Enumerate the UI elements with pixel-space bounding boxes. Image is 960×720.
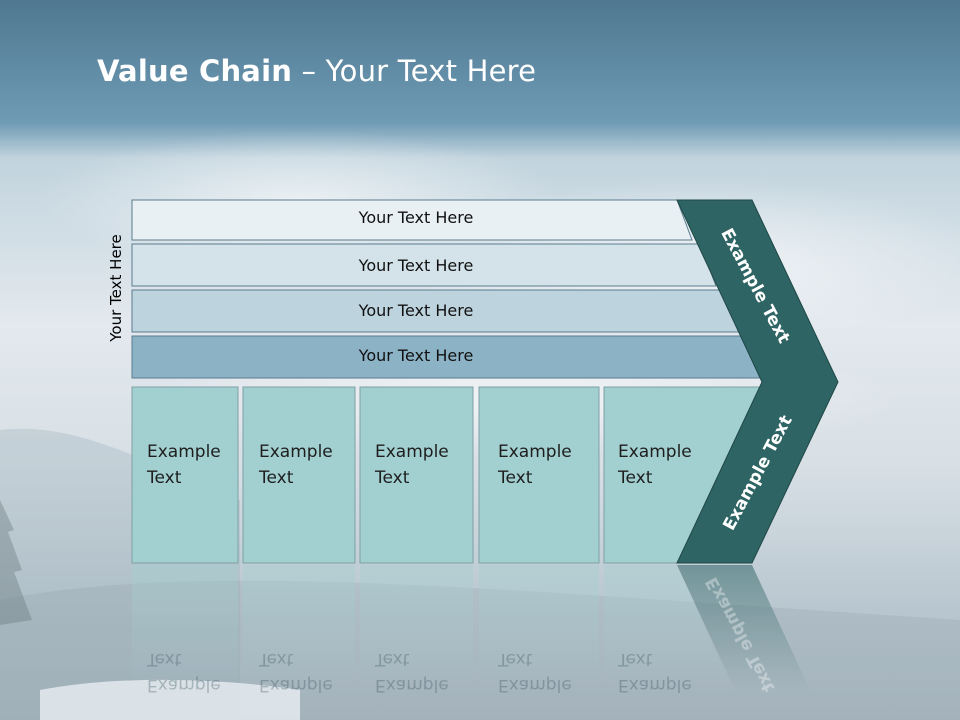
column-reflection [243,565,355,685]
column-label-line: Example [375,442,449,462]
column-label-line: Text [498,468,533,488]
column-text-reflection: Example [375,675,449,695]
column-label-2: Example Text [259,439,359,491]
column-label-line: Example [498,442,572,462]
column-label-5: Example Text [618,439,718,491]
column-box-4 [478,386,600,564]
column-box-3 [359,386,474,564]
column-text-reflection: Text [497,649,533,669]
column-text-reflection: Example [618,675,692,695]
column-label-line: Text [618,468,653,488]
title-bold: Value Chain [97,54,293,88]
column-reflection [360,565,473,685]
row-label-4: Your Text Here [358,346,474,365]
column-text-reflection: Text [258,649,294,669]
column-reflection [132,565,238,685]
column-text-reflection: Example [147,675,221,695]
column-label-line: Example [259,442,333,462]
title-rest: – Your Text Here [292,54,537,88]
value-chevron [676,199,839,564]
column-text-reflection: Example [259,675,333,695]
column-text-reflection: Text [146,649,182,669]
row-label-2: Your Text Here [358,256,474,275]
column-reflection [479,565,599,685]
column-label-1: Example Text [147,439,247,491]
column-text-reflection: Text [617,649,653,669]
tree-silhouette [0,500,32,625]
column-label-line: Example [147,442,221,462]
column-box-2 [242,386,356,564]
column-box-1 [131,386,239,564]
chevron-reflection [677,565,810,690]
column-reflection [604,565,730,685]
vertical-axis-label: Your Text Here [107,234,125,342]
row-label-3: Your Text Here [358,301,474,320]
snow-patch [40,679,300,720]
column-label-line: Text [259,468,294,488]
row-label-1: Your Text Here [358,208,474,227]
column-label-line: Example [618,442,692,462]
column-text-reflection: Text [374,649,410,669]
column-text-reflection: Example [498,675,572,695]
column-label-4: Example Text [498,439,598,491]
row-bar-2 [131,243,717,287]
row-bar-1 [131,199,693,241]
column-label-line: Text [375,468,410,488]
slide-title: Value Chain – Your Text Here [97,54,536,88]
column-label-3: Example Text [375,439,475,491]
column-label-line: Text [147,468,182,488]
